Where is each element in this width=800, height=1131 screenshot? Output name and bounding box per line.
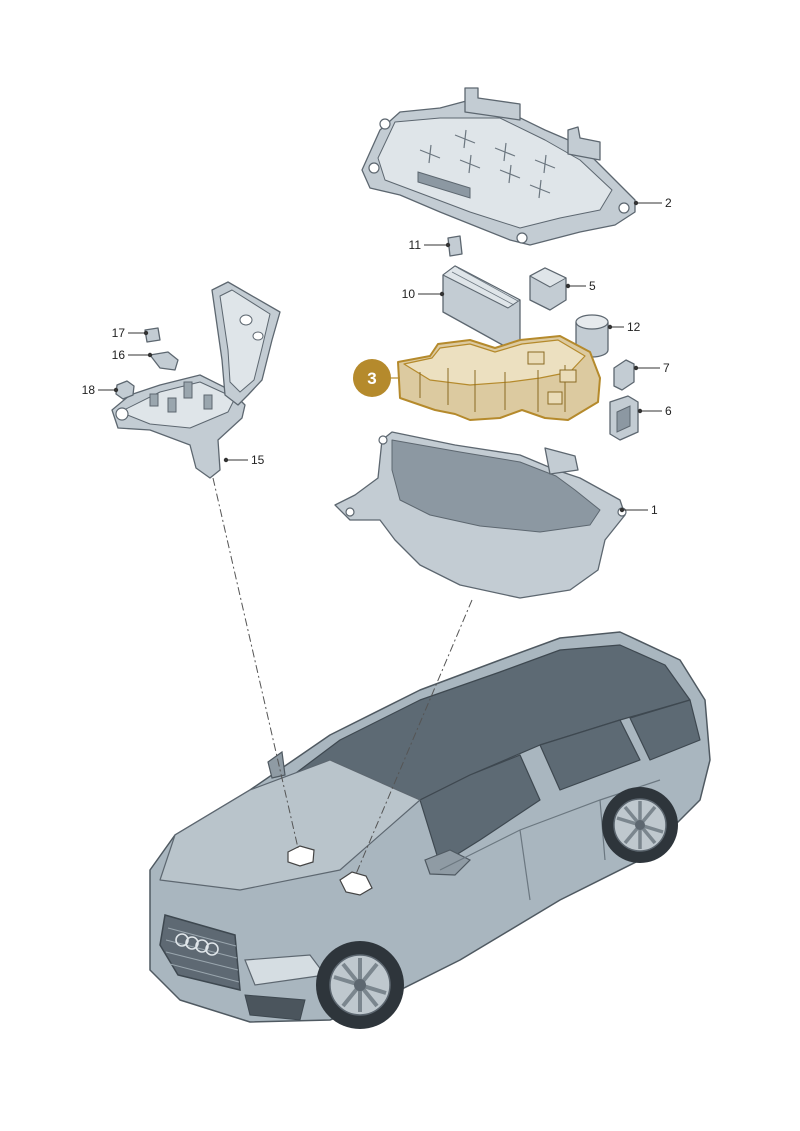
callout-leader-dot (223, 457, 229, 463)
relay-icon (529, 267, 567, 311)
callout-10: 10 (402, 287, 445, 301)
callout-leader-dot (637, 408, 643, 414)
callout-15: 15 (223, 453, 265, 467)
washer-icon (149, 351, 179, 371)
callout-label: 10 (402, 287, 416, 301)
fuse-box-cover-icon (361, 87, 636, 246)
fuse-strip-icon (442, 265, 521, 349)
fuse-relay-carrier-icon (397, 335, 601, 421)
nut-icon (144, 327, 161, 343)
callout-label: 7 (663, 361, 670, 375)
highlighted-part-label: 3 (367, 369, 376, 388)
callout-leader-dot (439, 291, 445, 297)
location-lines (212, 477, 473, 875)
fuse-box-housing-icon (334, 431, 627, 599)
callout-leader-dot (147, 352, 153, 358)
callout-label: 11 (409, 238, 422, 252)
callout-6: 6 (637, 404, 672, 418)
callout-2: 2 (633, 196, 672, 210)
callout-label: 17 (112, 326, 126, 340)
callout-leader-dot (633, 200, 639, 206)
fuse-icon (613, 359, 635, 391)
callout-label: 15 (251, 453, 265, 467)
mini-fuse-icon (447, 235, 463, 257)
highlighted-part-badge: 3 (353, 359, 400, 397)
callout-1: 1 (619, 503, 658, 517)
callout-5: 5 (565, 279, 596, 293)
callout-17: 17 (112, 326, 149, 340)
callout-leader-dot (565, 283, 571, 289)
car-sedan-icon (149, 631, 711, 1029)
callout-11: 11 (409, 238, 451, 252)
callout-leader-dot (445, 242, 451, 248)
callout-leader-dot (619, 507, 625, 513)
callout-12: 12 (607, 320, 641, 334)
bracket-icon (609, 395, 639, 441)
callout-label: 16 (112, 348, 126, 362)
callout-7: 7 (633, 361, 670, 375)
callout-label: 2 (665, 196, 672, 210)
callout-label: 6 (665, 404, 672, 418)
callout-label: 12 (627, 320, 641, 334)
hex-nut-icon (115, 380, 135, 400)
callout-label: 5 (589, 279, 596, 293)
callout-leader-dot (607, 324, 613, 330)
callout-leader-dot (143, 330, 149, 336)
callout-label: 18 (82, 383, 96, 397)
callout-leader-dot (633, 365, 639, 371)
callout-16: 16 (112, 348, 153, 362)
callout-label: 1 (651, 503, 658, 517)
callout-leader-dot (113, 387, 119, 393)
callout-18: 18 (82, 383, 119, 397)
battery-terminal-carrier-icon (111, 281, 281, 479)
